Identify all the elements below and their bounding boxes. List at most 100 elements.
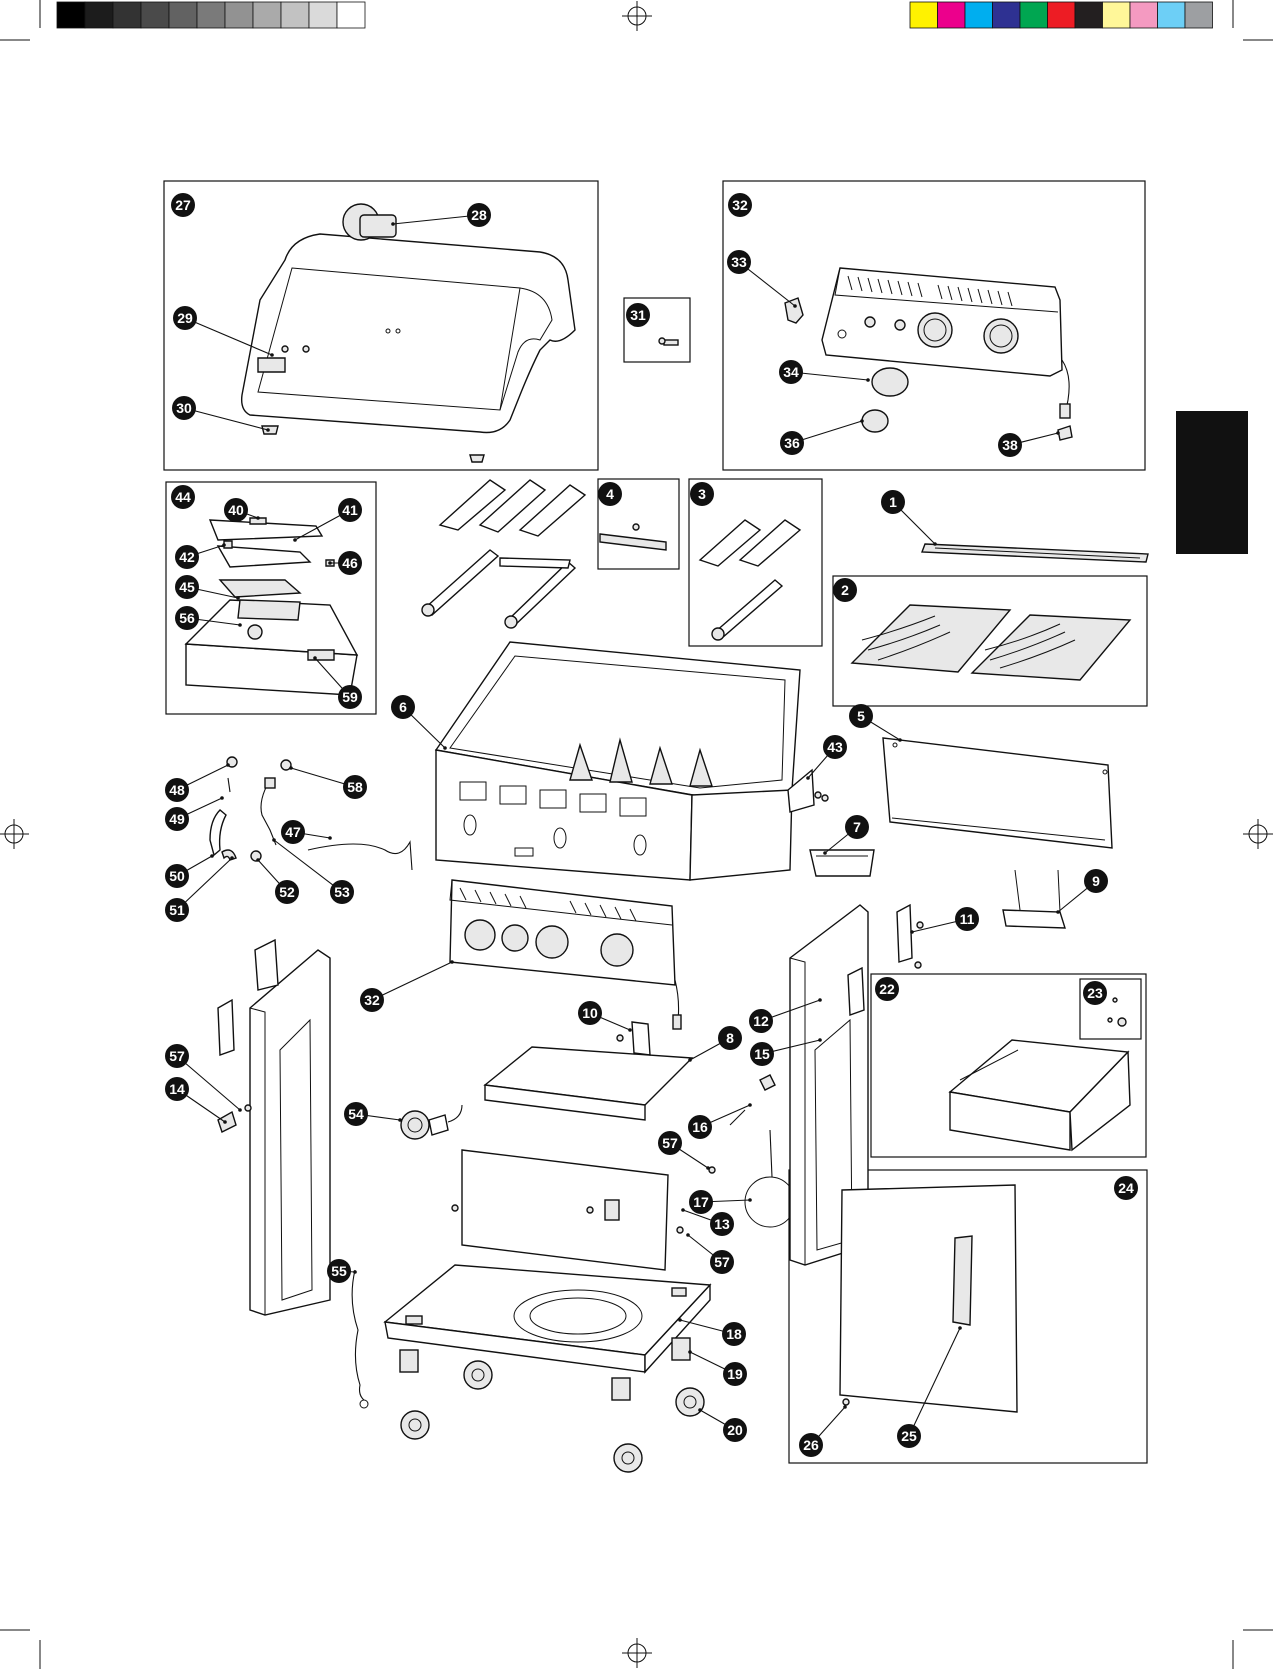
callout-50: 50 bbox=[165, 864, 189, 888]
leader-arrow-17 bbox=[748, 1198, 752, 1202]
callout-20: 20 bbox=[723, 1418, 747, 1442]
leader-arrow-49 bbox=[220, 796, 224, 800]
callout-32: 32 bbox=[728, 193, 752, 217]
callout-number: 34 bbox=[783, 364, 799, 380]
grayscale-swatch bbox=[169, 2, 197, 28]
callout-57: 57 bbox=[165, 1044, 189, 1068]
leader-line-32 bbox=[372, 962, 452, 1000]
callout-33: 33 bbox=[727, 250, 751, 274]
leader-arrow-57 bbox=[238, 1108, 242, 1112]
callout-number: 38 bbox=[1002, 437, 1018, 453]
grayscale-swatch bbox=[281, 2, 309, 28]
callout-number: 26 bbox=[803, 1437, 819, 1453]
leader-arrow-20 bbox=[698, 1408, 702, 1412]
callout-number: 57 bbox=[169, 1048, 185, 1064]
callout-52: 52 bbox=[275, 880, 299, 904]
leader-arrow-12 bbox=[818, 998, 822, 1002]
color-swatch bbox=[1158, 2, 1186, 28]
callout-number: 45 bbox=[179, 579, 195, 595]
callout-number: 32 bbox=[364, 992, 380, 1008]
callout-3: 3 bbox=[690, 482, 714, 506]
callout-number: 51 bbox=[169, 902, 185, 918]
leader-arrow-7 bbox=[823, 851, 827, 855]
callout-number: 19 bbox=[727, 1366, 743, 1382]
callout-number: 23 bbox=[1087, 985, 1103, 1001]
callout-number: 30 bbox=[176, 400, 192, 416]
leader-arrow-30 bbox=[266, 428, 270, 432]
callout-12: 12 bbox=[749, 1009, 773, 1033]
registration-mark-right bbox=[1243, 819, 1273, 849]
callout-27: 27 bbox=[171, 193, 195, 217]
callout-9: 9 bbox=[1084, 869, 1108, 893]
callout-44: 44 bbox=[171, 485, 195, 509]
callout-10: 10 bbox=[578, 1001, 602, 1025]
color-swatch bbox=[1048, 2, 1076, 28]
leader-arrow-5 bbox=[898, 738, 902, 742]
callout-48: 48 bbox=[165, 778, 189, 802]
leader-arrow-25 bbox=[958, 1326, 962, 1330]
registration-mark-left bbox=[0, 819, 29, 849]
callout-number: 41 bbox=[342, 502, 358, 518]
callout-16: 16 bbox=[688, 1115, 712, 1139]
gas-hose-illustration bbox=[709, 1075, 795, 1227]
callout-number: 29 bbox=[177, 310, 193, 326]
leader-arrow-59 bbox=[313, 656, 317, 660]
leader-arrow-47 bbox=[328, 836, 332, 840]
callout-40: 40 bbox=[224, 498, 248, 522]
callout-19: 19 bbox=[723, 1362, 747, 1386]
cooking-grids-illustration bbox=[852, 605, 1130, 680]
leader-arrow-16 bbox=[748, 1103, 752, 1107]
hardware-23-illustration bbox=[1108, 998, 1126, 1026]
leader-arrow-53 bbox=[272, 838, 276, 842]
leader-line-28 bbox=[393, 215, 479, 224]
leader-arrow-13 bbox=[681, 1208, 685, 1212]
color-swatch bbox=[1103, 2, 1131, 28]
callout-number: 20 bbox=[727, 1422, 743, 1438]
leader-arrow-41 bbox=[293, 538, 297, 542]
callout-31: 31 bbox=[626, 303, 650, 327]
color-swatch bbox=[910, 2, 938, 28]
grayscale-swatch bbox=[113, 2, 141, 28]
grayscale-swatch bbox=[337, 2, 365, 28]
casters-illustration bbox=[401, 1361, 704, 1472]
callout-5: 5 bbox=[849, 704, 873, 728]
leader-arrow-45 bbox=[236, 596, 240, 600]
callout-49: 49 bbox=[165, 807, 189, 831]
callout-number: 14 bbox=[169, 1081, 185, 1097]
callout-number: 16 bbox=[692, 1119, 708, 1135]
grease-tray-illustration bbox=[810, 850, 874, 876]
callout-2: 2 bbox=[833, 578, 857, 602]
heat-shield-illustration bbox=[883, 738, 1112, 848]
callout-number: 31 bbox=[630, 307, 646, 323]
callout-36: 36 bbox=[780, 431, 804, 455]
callout-26: 26 bbox=[799, 1433, 823, 1457]
leader-arrow-43 bbox=[806, 776, 810, 780]
callout-number: 59 bbox=[342, 689, 358, 705]
leader-arrow-40 bbox=[256, 516, 260, 520]
leader-arrow-42 bbox=[222, 543, 226, 547]
side-burner-illustration bbox=[186, 518, 357, 695]
callout-1: 1 bbox=[881, 490, 905, 514]
leader-arrow-34 bbox=[866, 378, 870, 382]
callout-number: 43 bbox=[827, 739, 843, 755]
leader-arrow-57 bbox=[706, 1166, 710, 1170]
callout-number: 15 bbox=[754, 1046, 770, 1062]
color-swatch bbox=[965, 2, 993, 28]
callout-22: 22 bbox=[875, 977, 899, 1001]
base-tray-illustration bbox=[385, 1265, 710, 1372]
callout-59: 59 bbox=[338, 685, 362, 709]
grayscale-calibration-bar bbox=[57, 2, 365, 28]
callout-number: 40 bbox=[228, 502, 244, 518]
leader-arrow-11 bbox=[910, 930, 914, 934]
callout-42: 42 bbox=[175, 545, 199, 569]
front-control-panel-illustration bbox=[450, 880, 681, 1029]
callout-number: 33 bbox=[731, 254, 747, 270]
callout-7: 7 bbox=[845, 815, 869, 839]
color-swatch bbox=[1020, 2, 1048, 28]
left-side-panel-illustration bbox=[218, 940, 330, 1315]
callout-number: 50 bbox=[169, 868, 185, 884]
callout-54: 54 bbox=[344, 1102, 368, 1126]
leader-arrow-55 bbox=[353, 1270, 357, 1274]
callout-13: 13 bbox=[710, 1212, 734, 1236]
leader-arrow-1 bbox=[933, 542, 937, 546]
